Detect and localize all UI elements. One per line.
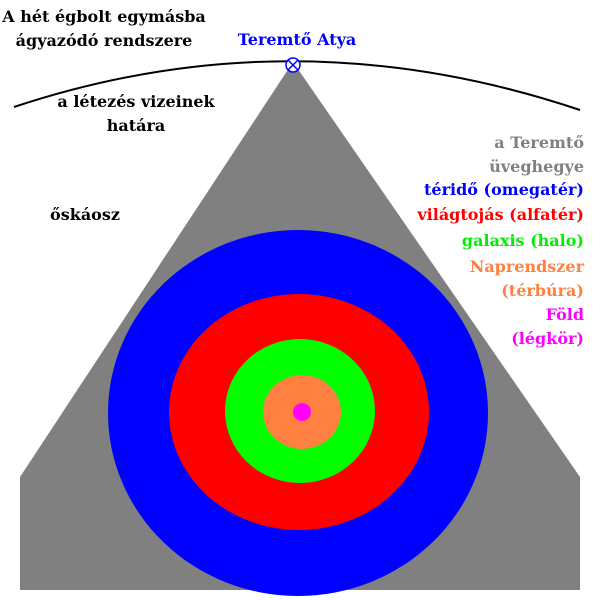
legend-earth: Föld [546,305,584,324]
title-line-2: ágyazódó rendszere [16,31,193,50]
legend: téridő (omegatér) világtojás (alfatér) g… [416,180,584,348]
title-line-1: A hét égbolt egymásba [1,7,206,26]
cross-circle-icon [285,57,301,73]
legend-world-egg: világtojás (alfatér) [416,205,584,224]
legend-solar-system-sub: (térbúra) [501,281,584,300]
mountain-label-line-2: üveghegye [489,157,584,176]
chaos-label: őskáosz [50,205,120,224]
earth-sphere [293,403,311,421]
legend-earth-sub: (légkör) [511,329,584,348]
mountain-label-line-1: a Teremtő [494,133,584,152]
waters-label-line-1: a létezés vizeinek [57,92,215,111]
legend-solar-system: Naprendszer [470,257,585,276]
legend-spacetime: téridő (omegatér) [424,180,584,199]
legend-galaxy: galaxis (halo) [462,231,584,250]
waters-label-line-2: határa [107,116,166,135]
apex-label: Teremtő Atya [238,30,357,49]
